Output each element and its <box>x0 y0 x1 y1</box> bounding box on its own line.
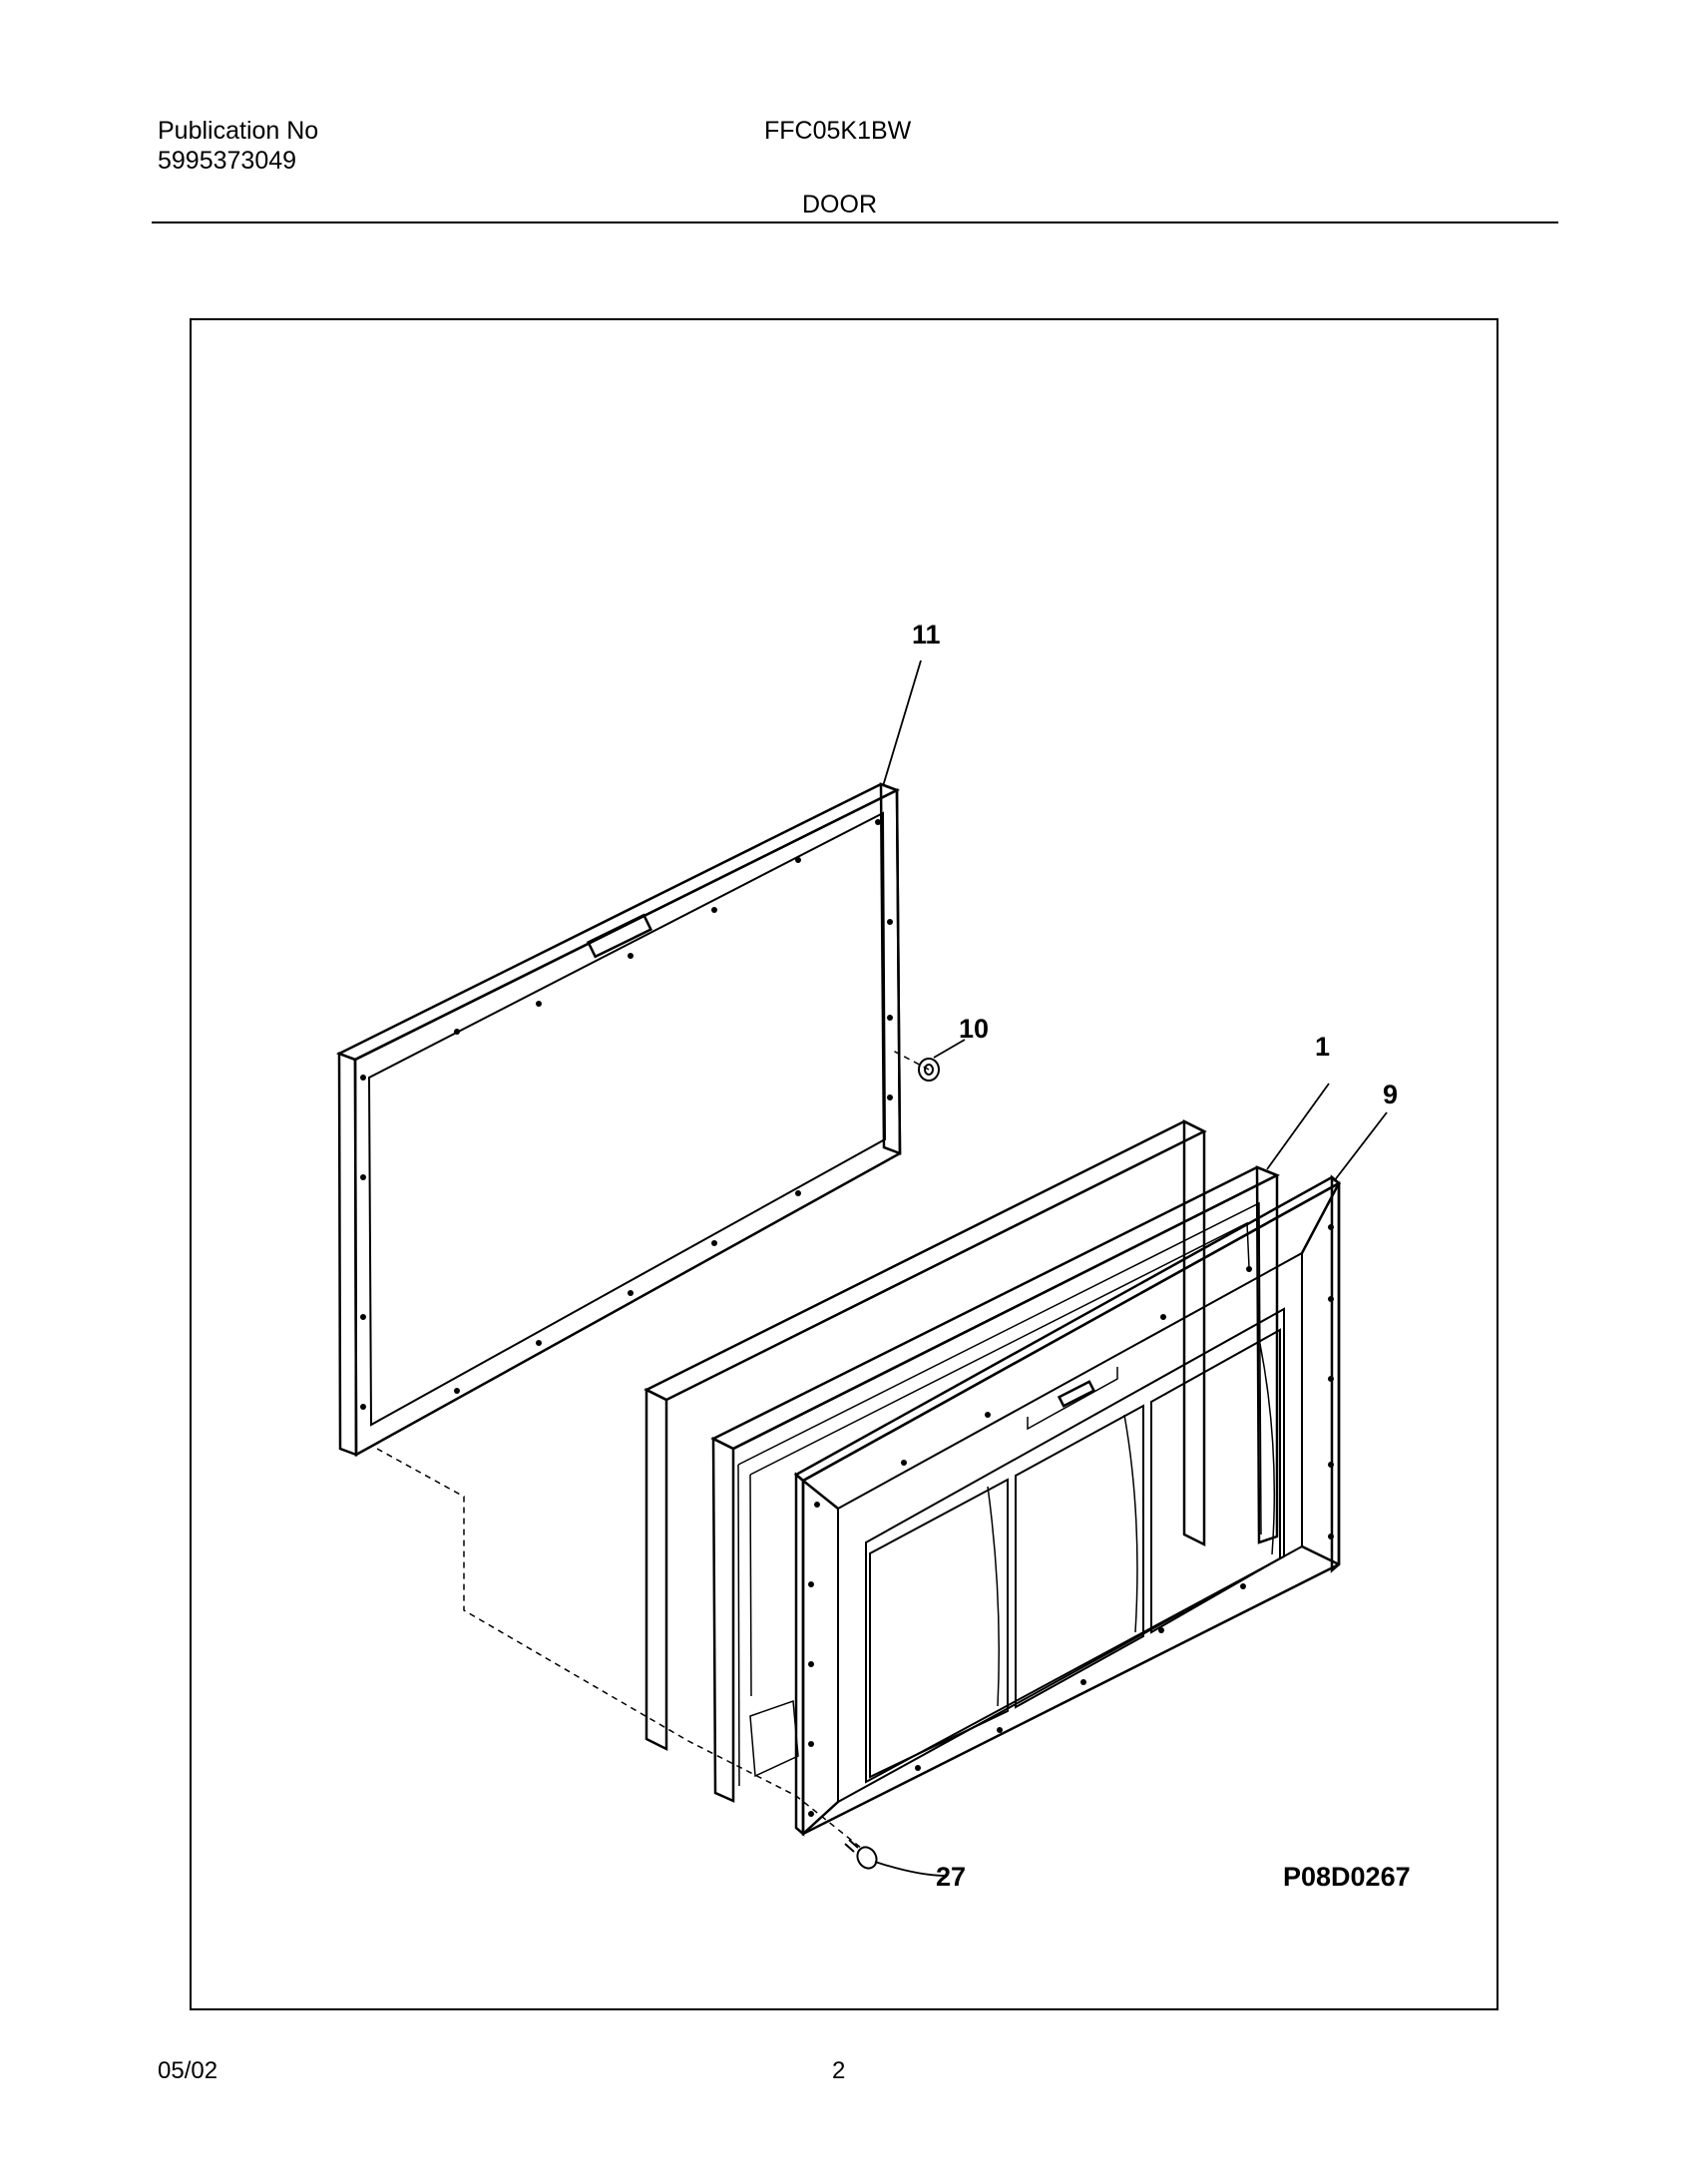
leader-lines <box>874 659 1388 1877</box>
part-1-gasket <box>710 1165 1281 1803</box>
callout-9: 9 <box>1383 1080 1398 1109</box>
diagram-border <box>190 318 1498 2010</box>
callout-1: 1 <box>1315 1032 1330 1062</box>
part-11-liner <box>335 782 902 1458</box>
callout-11: 11 <box>912 620 941 650</box>
publication-date: 05/02 <box>158 2057 218 2084</box>
part-27-screw <box>844 1839 878 1870</box>
publication-number: 5995373049 <box>158 147 297 175</box>
header-rule <box>152 221 1558 223</box>
page-number: 2 <box>832 2057 846 2084</box>
drawing-code: P08D0267 <box>1283 1862 1411 1892</box>
insulation-slab <box>643 1118 1207 1752</box>
model-number: FFC05K1BW <box>764 117 912 145</box>
publication-label: Publication No <box>158 117 319 145</box>
callout-27: 27 <box>936 1862 966 1892</box>
callout-10: 10 <box>959 1014 989 1044</box>
part-9-door-panel <box>793 1174 1342 1837</box>
section-title: DOOR <box>802 191 877 218</box>
part-10-plug <box>918 1058 940 1082</box>
assembly-lines <box>376 1049 930 1849</box>
